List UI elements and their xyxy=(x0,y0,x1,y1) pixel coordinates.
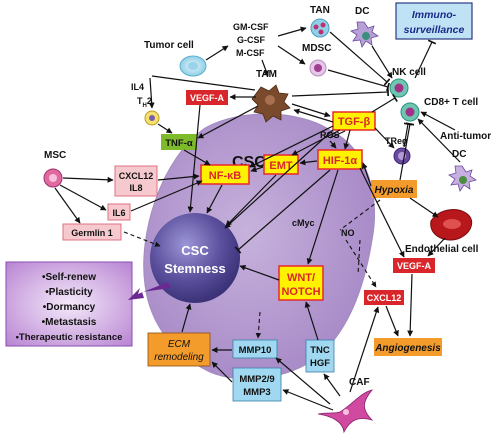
cd8-label: CD8+ T cell xyxy=(424,97,478,108)
endothelial-label: Endothelial cell xyxy=(405,244,479,255)
il6-box xyxy=(107,203,131,221)
dc-right-cell-icon xyxy=(448,165,477,192)
tan-nucleus-icon xyxy=(318,29,324,35)
caf-label: CAF xyxy=(349,377,370,388)
stemness-title-2: Stemness xyxy=(164,261,225,276)
tan-label: TAN xyxy=(310,5,330,16)
tnc-hgf-box xyxy=(305,339,335,373)
cd8-nucleus-icon xyxy=(405,107,415,117)
no-label: NO xyxy=(341,228,355,238)
trait-item: •Metastasis xyxy=(42,317,97,328)
tam-cell-icon xyxy=(251,84,291,123)
emt-text: EMT xyxy=(269,160,293,172)
il4-label: IL4 xyxy=(131,82,144,92)
trait-item: •Therapeutic resistance xyxy=(16,332,123,343)
mdsc-label: MDSC xyxy=(302,43,331,54)
immunosurveillance-text-1: Immuno- xyxy=(412,9,457,21)
immunosurveillance-box xyxy=(395,2,473,40)
wnt-notch-box xyxy=(278,265,324,301)
cxcl12-right-box xyxy=(364,290,404,305)
angiogenesis-box xyxy=(374,338,442,356)
tgfb-text: TGF-β xyxy=(338,116,371,128)
stemness-traits-list: •Self-renew •Plasticity •Dormancy •Metas… xyxy=(16,272,123,343)
nfkb-box xyxy=(200,164,250,185)
hypoxia-text: Hypoxia xyxy=(375,185,414,196)
csf-label-1: GM-CSF xyxy=(233,22,269,32)
tnfa-box xyxy=(161,134,197,150)
treg-label: TReg xyxy=(385,136,408,146)
csf-label-2: G-CSF xyxy=(237,35,266,45)
dashed-arrows xyxy=(123,199,381,339)
nk-cell-label: NK cell xyxy=(392,67,426,78)
csf-label-3: M-CSF xyxy=(236,48,265,58)
cxcl12-right-text: CXCL12 xyxy=(367,293,402,303)
mmp29-box xyxy=(232,367,282,402)
mmp3-text: MMP3 xyxy=(243,387,270,398)
hif-box xyxy=(317,149,363,170)
tan-cell-icon xyxy=(310,18,330,38)
mmp29-text: MMP2/9 xyxy=(239,374,274,385)
tumor-cell-label: Tumor cell xyxy=(144,40,194,51)
ecm-text-2: remodeling xyxy=(154,352,204,363)
dc-right-label: DC xyxy=(452,149,466,160)
vegfa-top-text: VEGF-A xyxy=(190,93,225,103)
caf-cell-icon xyxy=(317,389,374,434)
angiogenesis-text: Angiogenesis xyxy=(374,343,441,354)
mmp10-box xyxy=(232,339,278,359)
hypoxia-box xyxy=(371,180,417,198)
anti-tumor-label: Anti-tumor xyxy=(440,131,491,142)
pathway-arrows xyxy=(54,26,461,411)
csc-stemness-core xyxy=(150,213,240,303)
cmyc-label: cMyc xyxy=(292,218,315,228)
th2-nucleus-icon xyxy=(149,115,155,121)
nfkb-text: NF-κB xyxy=(209,170,241,182)
stemness-title-1: CSC xyxy=(181,243,209,258)
hif-text: HIF-1α xyxy=(323,155,358,167)
vegfa-right-text: VEGF-A xyxy=(397,261,432,271)
endothelial-cell-icon xyxy=(430,209,473,241)
ecm-box xyxy=(147,332,211,367)
mdsc-nucleus-icon xyxy=(314,64,322,72)
notch-text: NOTCH xyxy=(281,286,320,298)
dc-top-label: DC xyxy=(355,6,369,17)
germlin-text: Germlin 1 xyxy=(71,228,113,238)
vegfa-top-box xyxy=(186,90,228,105)
msc-nucleus-icon xyxy=(49,174,57,182)
trait-item: •Plasticity xyxy=(45,287,93,298)
tnc-text: TNC xyxy=(310,345,330,356)
nk-nucleus-icon xyxy=(394,83,404,93)
msc-label: MSC xyxy=(44,150,66,161)
dc-top-cell-icon xyxy=(350,21,379,48)
tumor-cell-nucleus-icon xyxy=(188,62,198,70)
cxcl12-text: CXCL12 xyxy=(119,171,154,181)
cxcl12-il8-box xyxy=(114,165,158,197)
hgf-text: HGF xyxy=(310,358,330,369)
tan-nucleus-icon xyxy=(320,22,326,28)
trait-item: •Dormancy xyxy=(43,302,96,313)
immunosurveillance-text-2: surveillance xyxy=(404,24,465,36)
il8-text: IL8 xyxy=(129,183,142,193)
stemness-to-traits-arrow xyxy=(128,282,171,300)
th2-label: TH2 xyxy=(137,96,152,109)
germlin-box xyxy=(62,223,122,241)
tan-nucleus-icon xyxy=(313,24,319,30)
mmp10-text: MMP10 xyxy=(239,345,272,356)
wnt-text: WNT/ xyxy=(287,272,315,284)
tnfa-text: TNF-α xyxy=(165,138,193,149)
il6-text: IL6 xyxy=(112,208,125,218)
ecm-text-1: ECM xyxy=(168,339,191,350)
trait-item: •Self-renew xyxy=(42,272,96,283)
stemness-traits-panel xyxy=(5,261,133,347)
tgfb-box xyxy=(332,111,376,131)
vegfa-right-box xyxy=(393,258,435,273)
